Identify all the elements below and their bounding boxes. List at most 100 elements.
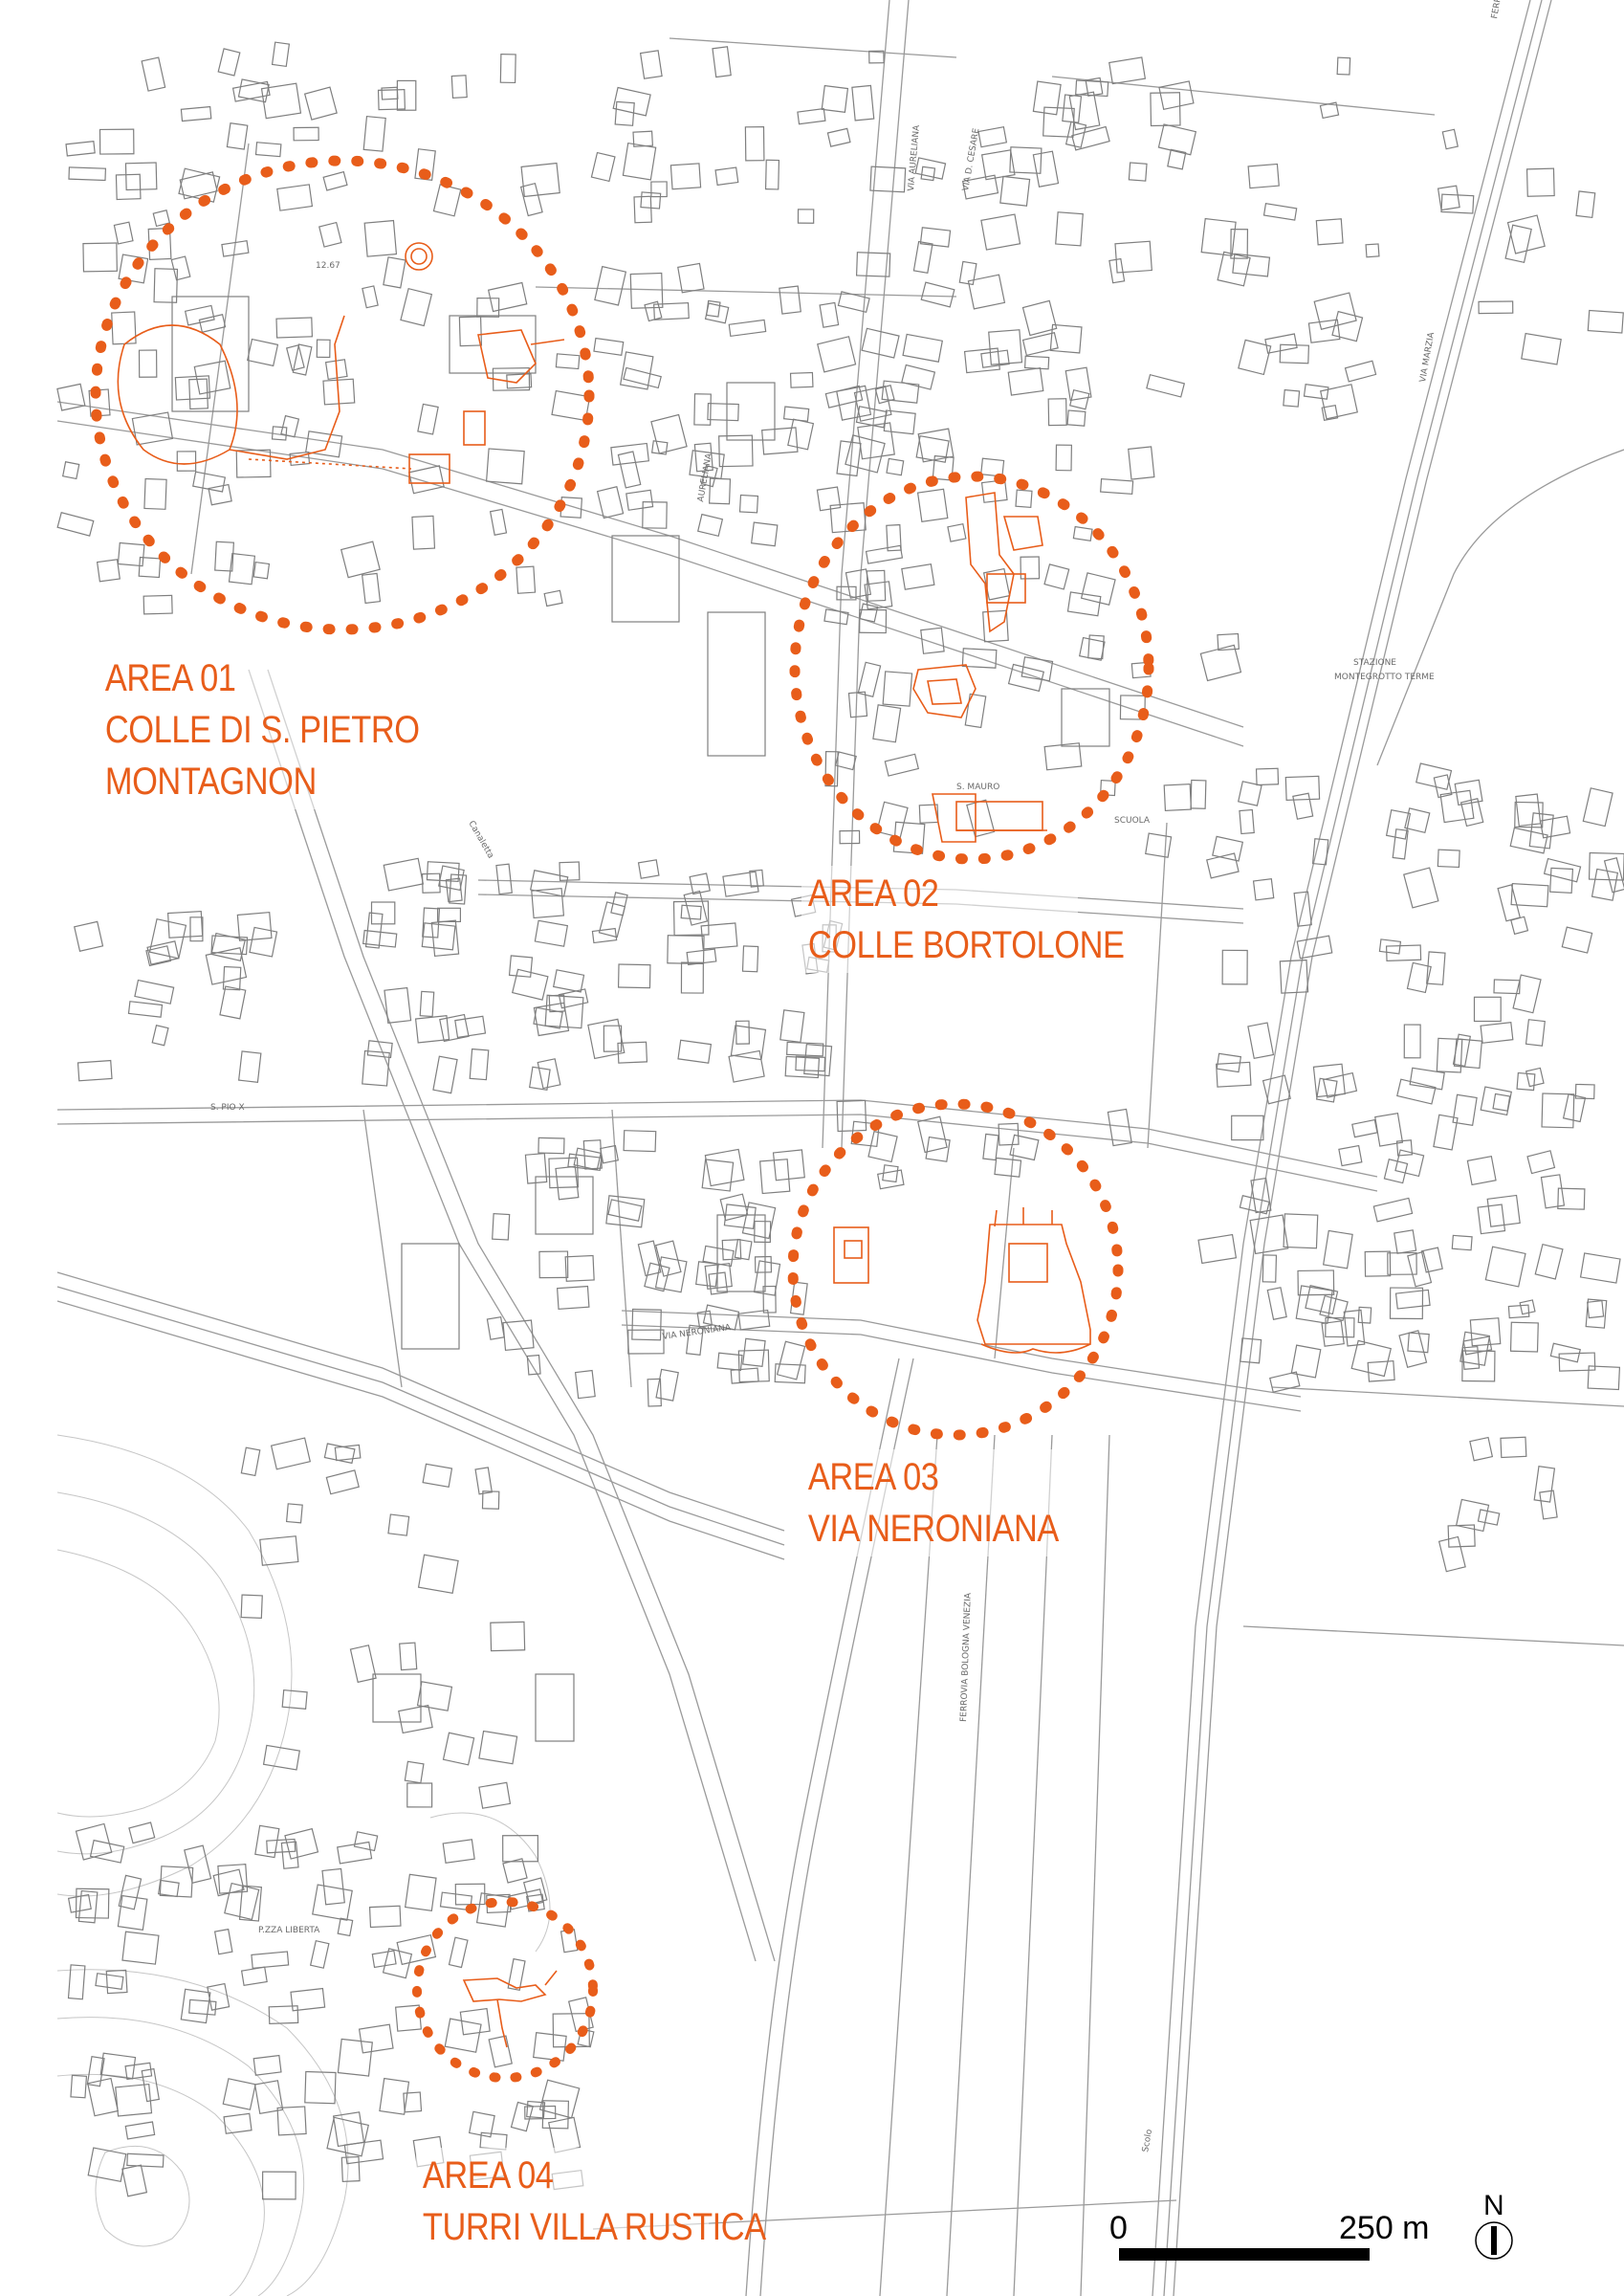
building [1230,229,1249,259]
building [596,486,625,519]
building [138,556,162,579]
building [961,174,999,200]
building [1526,1150,1556,1175]
building [623,366,662,389]
building [1206,852,1240,879]
building [363,219,398,257]
building [512,968,549,1001]
building [148,917,187,960]
building [762,1285,777,1314]
building [1296,935,1333,960]
building [623,1130,657,1153]
north-arrow-circle [1475,2221,1513,2260]
building [914,157,947,180]
building [1216,1061,1252,1088]
building [1516,1071,1536,1092]
building [414,1015,450,1044]
building [419,990,435,1018]
building [340,541,381,579]
building [1540,1174,1566,1209]
building [637,1240,662,1277]
building [121,2164,148,2197]
building [353,1831,379,1852]
building [1158,80,1195,110]
building [874,385,895,405]
building [642,500,668,529]
building [1469,1317,1502,1347]
building [1426,951,1446,985]
area-01-circle[interactable] [90,155,595,635]
building [1009,146,1042,174]
building [1500,1436,1527,1459]
building [492,1213,511,1241]
building [377,89,406,111]
building [707,611,766,757]
building [383,857,425,892]
building [958,260,977,286]
building [779,1009,805,1044]
building [829,502,867,534]
building [1436,1037,1463,1073]
building [124,162,158,191]
building [932,454,955,481]
building [1321,404,1339,422]
building [426,861,460,882]
building [845,568,872,599]
building [1506,214,1546,254]
building [1585,1298,1608,1329]
building [1297,1269,1335,1296]
building [151,1025,169,1047]
building [637,859,660,879]
building [1533,1466,1556,1503]
building [86,2055,105,2087]
building [445,877,463,903]
building [1231,1115,1264,1141]
building [1549,1342,1581,1363]
building [1150,92,1181,127]
building [1378,938,1402,955]
building [490,1621,526,1652]
building [1240,1337,1262,1364]
building [99,2052,137,2080]
building [1145,832,1173,858]
area-circles [90,155,1154,2083]
building [1351,1118,1378,1138]
building [1504,224,1532,264]
building [526,1354,541,1376]
building [281,1689,308,1710]
building [289,451,311,467]
building [1315,1077,1338,1103]
building [821,84,849,113]
north-arrow-needle [1491,2226,1497,2255]
building [1069,388,1090,410]
building [1279,959,1309,994]
building [1100,478,1134,495]
building [617,963,651,989]
building [883,409,916,435]
building [1293,891,1312,927]
building [422,907,441,938]
building [1387,1251,1417,1275]
building [113,221,134,245]
building [1364,1250,1392,1277]
building [1032,150,1060,188]
area-04-circle[interactable] [412,1897,598,2083]
building [240,1446,261,1477]
building [1396,1078,1437,1105]
building [537,1058,561,1090]
building [902,333,944,363]
building [1087,634,1105,660]
area-02-circle[interactable] [789,471,1154,865]
building [379,2077,410,2115]
building [118,1874,143,1910]
building [797,107,826,125]
building [753,1260,781,1296]
building [180,105,212,122]
building [614,100,635,126]
building [1484,1246,1526,1288]
building [254,1824,280,1859]
building [1510,916,1529,936]
area-03-circle[interactable] [787,1098,1124,1441]
building [1250,1177,1272,1214]
building [1032,80,1062,116]
